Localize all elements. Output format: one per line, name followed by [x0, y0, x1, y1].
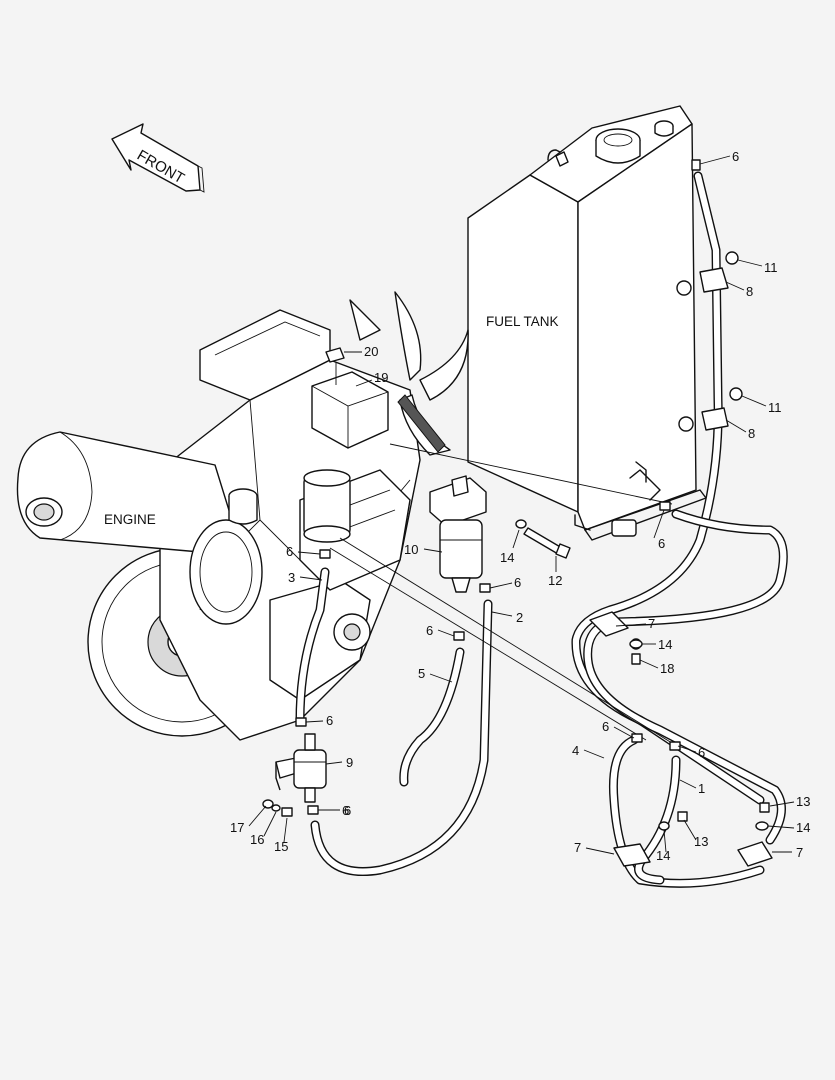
- callout-6: 6: [286, 544, 293, 559]
- callout-13: 13: [694, 834, 708, 849]
- callout-6: 6: [698, 745, 705, 760]
- callout-6: 6: [514, 575, 521, 590]
- callout-12: 12: [548, 573, 562, 588]
- water-separator: [429, 475, 487, 593]
- callout-7: 7: [574, 840, 581, 855]
- callout-11: 11: [768, 400, 782, 415]
- callout-19: 19: [374, 370, 388, 385]
- callout-4: 4: [572, 743, 579, 758]
- callout-16: 16: [250, 832, 264, 847]
- callout-9: 9: [346, 755, 353, 770]
- callout-10: 10: [404, 542, 418, 557]
- callout-7: 7: [648, 616, 655, 631]
- callout-1: 1: [698, 781, 705, 796]
- fuel-tank: FUEL TANK: [467, 105, 707, 541]
- callout-11: 11: [764, 260, 778, 275]
- callout-20: 20: [364, 344, 378, 359]
- callout-14: 14: [658, 637, 672, 652]
- callout-6: 6: [344, 803, 351, 818]
- hardware: [262, 159, 773, 867]
- fuel-tank-label: FUEL TANK: [486, 314, 559, 329]
- callout-14: 14: [796, 820, 810, 835]
- callout-6: 6: [602, 719, 609, 734]
- callout-8: 8: [746, 284, 753, 299]
- fuel-pump: [275, 733, 327, 803]
- callout-13: 13: [796, 794, 810, 809]
- callout-2: 2: [516, 610, 523, 625]
- callout-3: 3: [288, 570, 295, 585]
- front-arrow: FRONT: [111, 123, 205, 193]
- callout-15: 15: [274, 839, 288, 854]
- callout-numbers: 20 19 10 6 3 6 14 12 6 2 6 5 6 9 6 17 16…: [230, 149, 810, 863]
- callout-8: 8: [748, 426, 755, 441]
- callout-6: 6: [326, 713, 333, 728]
- callout-14: 14: [656, 848, 670, 863]
- callout-7: 7: [796, 845, 803, 860]
- leader-lines: [248, 155, 795, 855]
- callout-5: 5: [418, 666, 425, 681]
- callout-18: 18: [660, 661, 674, 676]
- callout-6: 6: [426, 623, 433, 638]
- routing-guide-lines: [329, 443, 681, 749]
- engine: ENGINE: [16, 291, 469, 741]
- callout-14: 14: [500, 550, 514, 565]
- callout-6: 6: [342, 803, 349, 818]
- callout-6: 6: [658, 536, 665, 551]
- callout-17: 17: [230, 820, 244, 835]
- callout-6: 6: [732, 149, 739, 164]
- engine-label: ENGINE: [104, 512, 156, 527]
